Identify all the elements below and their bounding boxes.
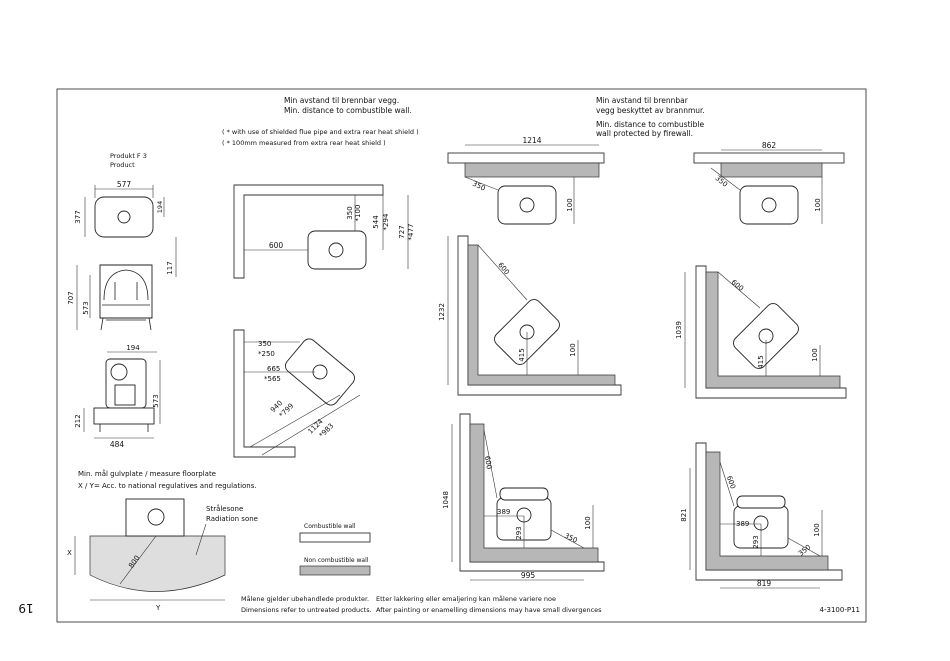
heading-protected: Min avstand til brennbar vegg beskyttet … bbox=[596, 96, 705, 138]
wall-legend: Combustible wall Non combustible wall bbox=[299, 523, 371, 576]
dim-side-height: 573 bbox=[152, 394, 160, 407]
dim-top-small: 194 bbox=[156, 201, 164, 213]
fw-side1-d350: 350 bbox=[563, 532, 579, 545]
heading-protected-en-1: Min. distance to combustible bbox=[596, 120, 704, 129]
product-label-en: Product bbox=[110, 161, 135, 169]
radiation-label-no: Strålesone bbox=[206, 504, 243, 513]
fw-rear1-width: 1214 bbox=[522, 136, 541, 145]
diagram-firewall-side-2: 821 600 389 293 350 100 819 bbox=[680, 442, 843, 589]
diagram-corner: 350 *250 665 *565 940 *799 1124 *983 bbox=[233, 329, 361, 458]
dim-side-top: 194 bbox=[126, 344, 140, 352]
legend-non-combustible: Non combustible wall bbox=[304, 557, 369, 564]
fw-corner2-d415: 415 bbox=[757, 355, 765, 368]
fw-rear2-rear: 100 bbox=[814, 198, 822, 211]
fw-side2-d100: 100 bbox=[813, 523, 821, 536]
stove-front-view: 707 573 bbox=[67, 264, 153, 331]
fw-side1-width: 995 bbox=[521, 571, 536, 580]
floorplate-y: Y bbox=[155, 604, 161, 612]
fw-corner1-d415: 415 bbox=[518, 348, 526, 361]
fw-corner2-d100: 100 bbox=[811, 348, 819, 361]
product-views: Produkt F 3 Product 577 377 194 117 bbox=[67, 152, 177, 449]
fw-side1-d100: 100 bbox=[584, 516, 592, 529]
dim-height-total: 707 bbox=[67, 291, 75, 304]
stove-side-view: 194 573 212 484 bbox=[74, 344, 161, 449]
floorplate-drawing: Min. mål gulvplate / measure floorplate … bbox=[67, 469, 258, 612]
fw-side1-height: 1048 bbox=[442, 491, 450, 509]
fw-corner2-diag: 600 bbox=[730, 278, 745, 293]
footer-no-2: Etter lakkering eller emaljering kan mål… bbox=[376, 594, 556, 603]
heading-protected-en-2: wall protected by firewall. bbox=[596, 129, 693, 138]
shielded-note-1: ( * with use of shielded flue pipe and e… bbox=[222, 128, 419, 136]
page-number: 19 bbox=[18, 601, 33, 615]
floorplate-x: X bbox=[67, 549, 72, 557]
dim-leg: 117 bbox=[166, 261, 174, 274]
footer-en-2: After painting or enamelling dimensions … bbox=[376, 606, 602, 614]
fw-side1-d389: 389 bbox=[497, 508, 510, 516]
radiation-zone bbox=[89, 535, 226, 592]
fw-side2-d350: 350 bbox=[797, 543, 812, 558]
shielded-note-2: ( * 100mm measured from extra rear heat … bbox=[222, 139, 386, 147]
heading-protected-no-1: Min avstand til brennbar bbox=[596, 96, 689, 105]
rear-d477s: *477 bbox=[407, 224, 415, 241]
dim-side-width: 484 bbox=[110, 440, 125, 449]
corner-d665: 665 bbox=[267, 365, 280, 373]
fw-side2-d600: 600 bbox=[725, 475, 737, 490]
diagram-firewall-rear-2: 862 350 100 bbox=[693, 141, 845, 225]
dim-top-width: 577 bbox=[117, 180, 132, 189]
dim-top-depth: 377 bbox=[74, 210, 82, 223]
fw-side2-width: 819 bbox=[757, 579, 772, 588]
product-label-no: Produkt F 3 bbox=[110, 152, 147, 160]
fw-corner1-d100: 100 bbox=[569, 343, 577, 356]
drawing-code: 4-3100-P11 bbox=[820, 606, 860, 614]
dim-height-body: 573 bbox=[82, 301, 90, 314]
floorplate-title: Min. mål gulvplate / measure floorplate bbox=[78, 469, 216, 478]
fw-corner1-height: 1232 bbox=[438, 303, 446, 321]
legend-combustible-swatch bbox=[299, 532, 371, 543]
dim-side-base: 212 bbox=[74, 414, 82, 427]
fw-side1-d600: 600 bbox=[483, 455, 493, 470]
footer-en-1: Dimensions refer to untreated products. bbox=[241, 606, 372, 614]
rear-d544: 544 bbox=[372, 215, 380, 229]
heading-protected-no-2: vegg beskyttet av brannmur. bbox=[596, 106, 705, 115]
rear-d350: 350 bbox=[346, 206, 354, 219]
diagram-firewall-side-1: 1048 600 389 293 350 100 995 bbox=[442, 413, 605, 581]
floorplate-note: X / Y= Acc. to national regulatives and … bbox=[78, 482, 257, 490]
heading-combustible-en: Min. distance to combustible wall. bbox=[284, 106, 412, 115]
rear-d600: 600 bbox=[269, 241, 284, 250]
heading-combustible-no: Min avstand til brennbar vegg. bbox=[284, 96, 399, 105]
corner-d250s: *250 bbox=[258, 350, 275, 358]
fw-rear1-rear: 100 bbox=[566, 198, 574, 211]
corner-d350: 350 bbox=[258, 340, 271, 348]
fw-side2-d389: 389 bbox=[736, 520, 749, 528]
rear-d727: 727 bbox=[398, 225, 406, 238]
fw-corner2-height: 1039 bbox=[675, 321, 683, 339]
fw-corner1-diag: 600 bbox=[496, 261, 511, 276]
diagram-firewall-rear-1: 1214 350 100 bbox=[447, 136, 605, 225]
diagram-rear-wall: 600 350 *100 544 *294 727 *477 bbox=[233, 184, 415, 279]
fw-side2-d293: 293 bbox=[752, 535, 760, 548]
fw-side2-height: 821 bbox=[680, 508, 688, 521]
rear-d100s: *100 bbox=[354, 205, 362, 222]
fw-rear2-width: 862 bbox=[762, 141, 777, 150]
legend-non-combustible-swatch bbox=[299, 565, 371, 576]
diagram-firewall-corner-1: 1232 600 415 100 bbox=[438, 235, 622, 396]
legend-combustible: Combustible wall bbox=[304, 523, 356, 530]
footer-notes: Målene gjelder ubehandlede produkter. Di… bbox=[241, 594, 860, 614]
corner-d565s: *565 bbox=[264, 375, 281, 383]
drawing-frame bbox=[56, 88, 867, 623]
fw-side1-d293: 293 bbox=[515, 526, 523, 539]
heading-combustible: Min avstand til brennbar vegg. Min. dist… bbox=[222, 96, 419, 147]
footer-no-1: Målene gjelder ubehandlede produkter. bbox=[241, 594, 369, 603]
rear-d294s: *294 bbox=[382, 213, 390, 230]
stove-top-view: 577 377 194 117 bbox=[74, 180, 177, 277]
diagram-firewall-corner-2: 1039 600 415 100 bbox=[675, 265, 847, 399]
fw-rear1-side: 350 bbox=[471, 180, 487, 193]
radiation-label-en: Radiation sone bbox=[206, 515, 258, 523]
